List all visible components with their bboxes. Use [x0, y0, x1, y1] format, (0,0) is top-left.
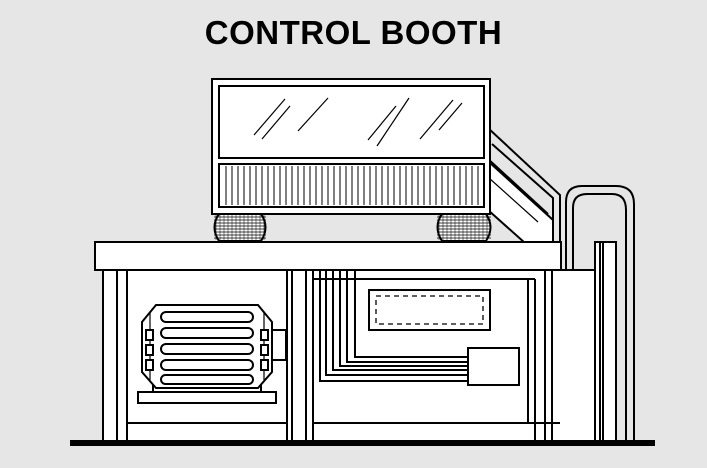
vent-slats	[225, 166, 479, 205]
isolation-mount-right	[436, 213, 492, 242]
stair-railing	[486, 127, 635, 440]
diagram-title: CONTROL BOOTH	[204, 14, 503, 51]
cable-conduits	[319, 270, 468, 382]
ground-line	[70, 440, 655, 446]
control-panel	[368, 289, 491, 331]
booth-window	[218, 85, 485, 159]
motor-base	[137, 391, 277, 404]
platform-deck	[94, 241, 562, 271]
motor-unit	[137, 304, 287, 404]
junction-box	[467, 347, 520, 386]
isolation-mount-left	[213, 213, 267, 242]
booth-cabin	[211, 78, 491, 215]
stair-ramp	[486, 159, 554, 244]
window-reflection	[253, 97, 463, 147]
